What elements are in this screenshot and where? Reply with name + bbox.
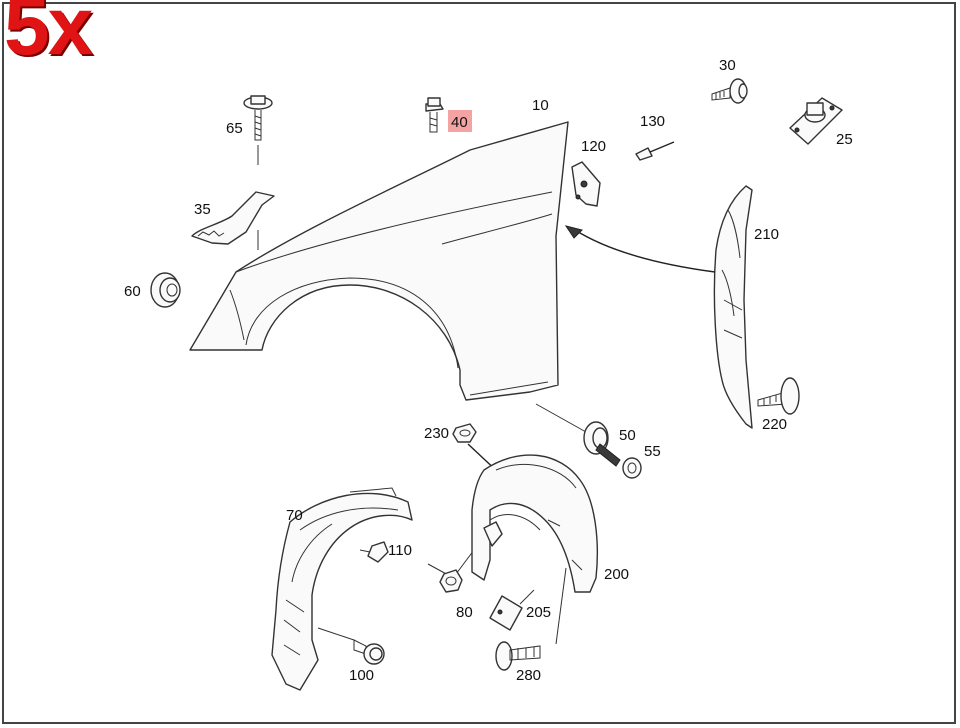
label-55: 55 (644, 443, 661, 460)
label-50: 50 (619, 427, 636, 444)
clip-205-part (489, 589, 535, 631)
label-130: 130 (640, 113, 665, 130)
label-25: 25 (836, 131, 853, 148)
label-205: 205 (526, 604, 551, 621)
clip-nut-25-part (789, 97, 843, 145)
label-70: 70 (286, 507, 303, 524)
bracket-120-part (571, 161, 601, 207)
bolt-40-part (425, 97, 472, 133)
label-220: 220 (762, 416, 787, 433)
clip-280-part (495, 567, 567, 671)
label-35: 35 (194, 201, 211, 218)
label-80: 80 (456, 604, 473, 621)
label-230: 230 (424, 425, 449, 442)
label-120: 120 (581, 138, 606, 155)
highlight-box (448, 110, 472, 132)
label-60: 60 (124, 283, 141, 300)
bracket-35-part (191, 191, 275, 250)
bolt-30-part (711, 78, 748, 104)
label-200: 200 (604, 566, 629, 583)
clip-220-part (757, 377, 800, 415)
wheel-liner-200-part (471, 454, 598, 593)
rivet-130-part (635, 141, 675, 161)
screw-65-part (243, 95, 273, 165)
fender-part (189, 121, 569, 401)
grommet-50-part (535, 403, 621, 467)
label-40: 40 (451, 114, 468, 131)
label-65: 65 (226, 120, 243, 137)
label-280: 280 (516, 667, 541, 684)
nut-80-part (427, 549, 475, 593)
ring-55-part (622, 457, 642, 479)
label-30: 30 (719, 57, 736, 74)
label-10: 10 (532, 97, 549, 114)
seal-panel-210-part (564, 185, 753, 429)
wheel-liner-70-part (271, 487, 413, 691)
clip-110-part (359, 541, 389, 563)
label-100: 100 (349, 667, 374, 684)
grommet-60-part (150, 272, 181, 308)
screw-100-part (317, 627, 385, 665)
label-110: 110 (388, 542, 412, 559)
quantity-badge: 5x (4, 0, 93, 72)
label-210: 210 (754, 226, 779, 243)
